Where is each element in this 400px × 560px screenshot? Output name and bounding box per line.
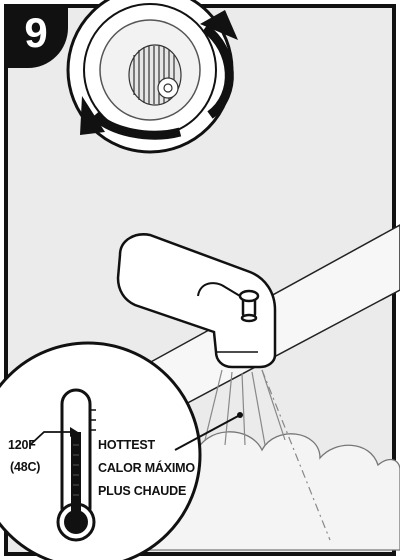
temperature-fahrenheit: 120F	[8, 438, 36, 452]
label-hottest-fr: PLUS CHAUDE	[98, 484, 186, 498]
label-hottest-es: CALOR MÁXIMO	[98, 461, 195, 475]
thermometer-mercury	[71, 432, 81, 524]
label-hottest-en: HOTTEST	[98, 438, 155, 452]
temperature-celsius: (48C)	[10, 460, 40, 474]
